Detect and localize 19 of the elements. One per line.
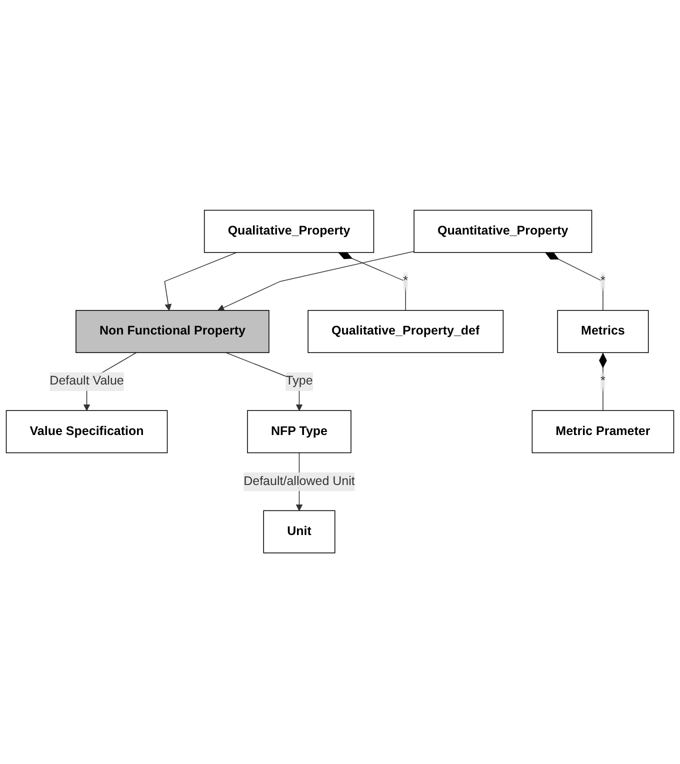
edge-label: Default/allowed Unit	[244, 475, 355, 488]
node-box: Qualitative_Property	[204, 210, 374, 254]
edge-label: *	[600, 274, 606, 288]
arrow	[164, 252, 237, 312]
node-box: Value Specification	[6, 410, 168, 454]
edge-label: Default Value	[50, 374, 124, 388]
connector	[544, 252, 604, 312]
edge-label: Type	[286, 374, 313, 388]
connector	[338, 252, 406, 312]
node-box: Unit	[263, 510, 336, 554]
node-box: Quantitative_Property	[414, 210, 592, 254]
node-box: Metrics	[557, 310, 649, 354]
node-box: Qualitative_Property_def	[308, 310, 504, 354]
node-box: Non Functional Property	[76, 310, 270, 354]
node-box: Metric Prameter	[532, 410, 674, 454]
node-box: NFP Type	[247, 410, 352, 454]
arrow	[218, 251, 414, 312]
edge-label: *	[600, 374, 606, 388]
edge-label: *	[403, 274, 408, 288]
